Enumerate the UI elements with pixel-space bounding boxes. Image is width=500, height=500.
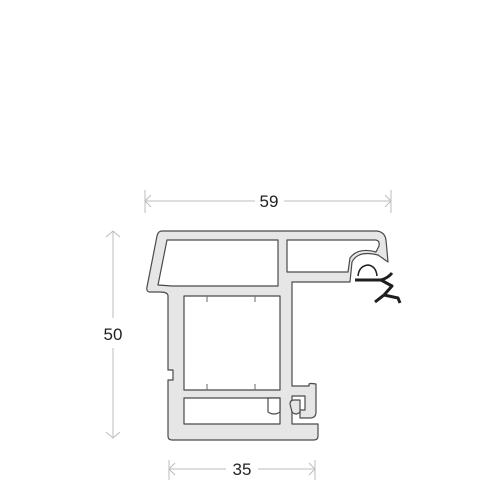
dim-height-arrow-top <box>105 230 121 238</box>
gasket-seal <box>355 264 402 304</box>
dimension-height <box>105 230 121 439</box>
dim-bottom-arrow-left <box>168 462 176 476</box>
profile-body <box>146 230 389 441</box>
profile-notch-right <box>267 397 281 415</box>
dimension-label-height: 50 <box>104 325 123 344</box>
gasket-lip-lower <box>383 293 402 304</box>
chamber-ticks <box>206 296 256 390</box>
dim-top-arrow-right <box>384 194 392 208</box>
dimension-bottom-width <box>168 460 316 480</box>
dim-bottom-arrow-right <box>308 462 316 476</box>
dimension-label-bottom-width: 35 <box>233 460 252 479</box>
gasket-bulb <box>357 264 378 277</box>
gasket-stem <box>355 272 394 282</box>
gasket-lip-upper <box>380 278 394 296</box>
profile-outline <box>146 230 389 441</box>
gasket-arm <box>374 293 385 304</box>
profile-lower-hook <box>289 399 301 415</box>
dimension-top-width <box>144 190 392 213</box>
dim-height-arrow-bottom <box>105 431 121 439</box>
dim-top-arrow-left <box>144 194 152 208</box>
dimension-label-top-width: 59 <box>260 192 279 211</box>
